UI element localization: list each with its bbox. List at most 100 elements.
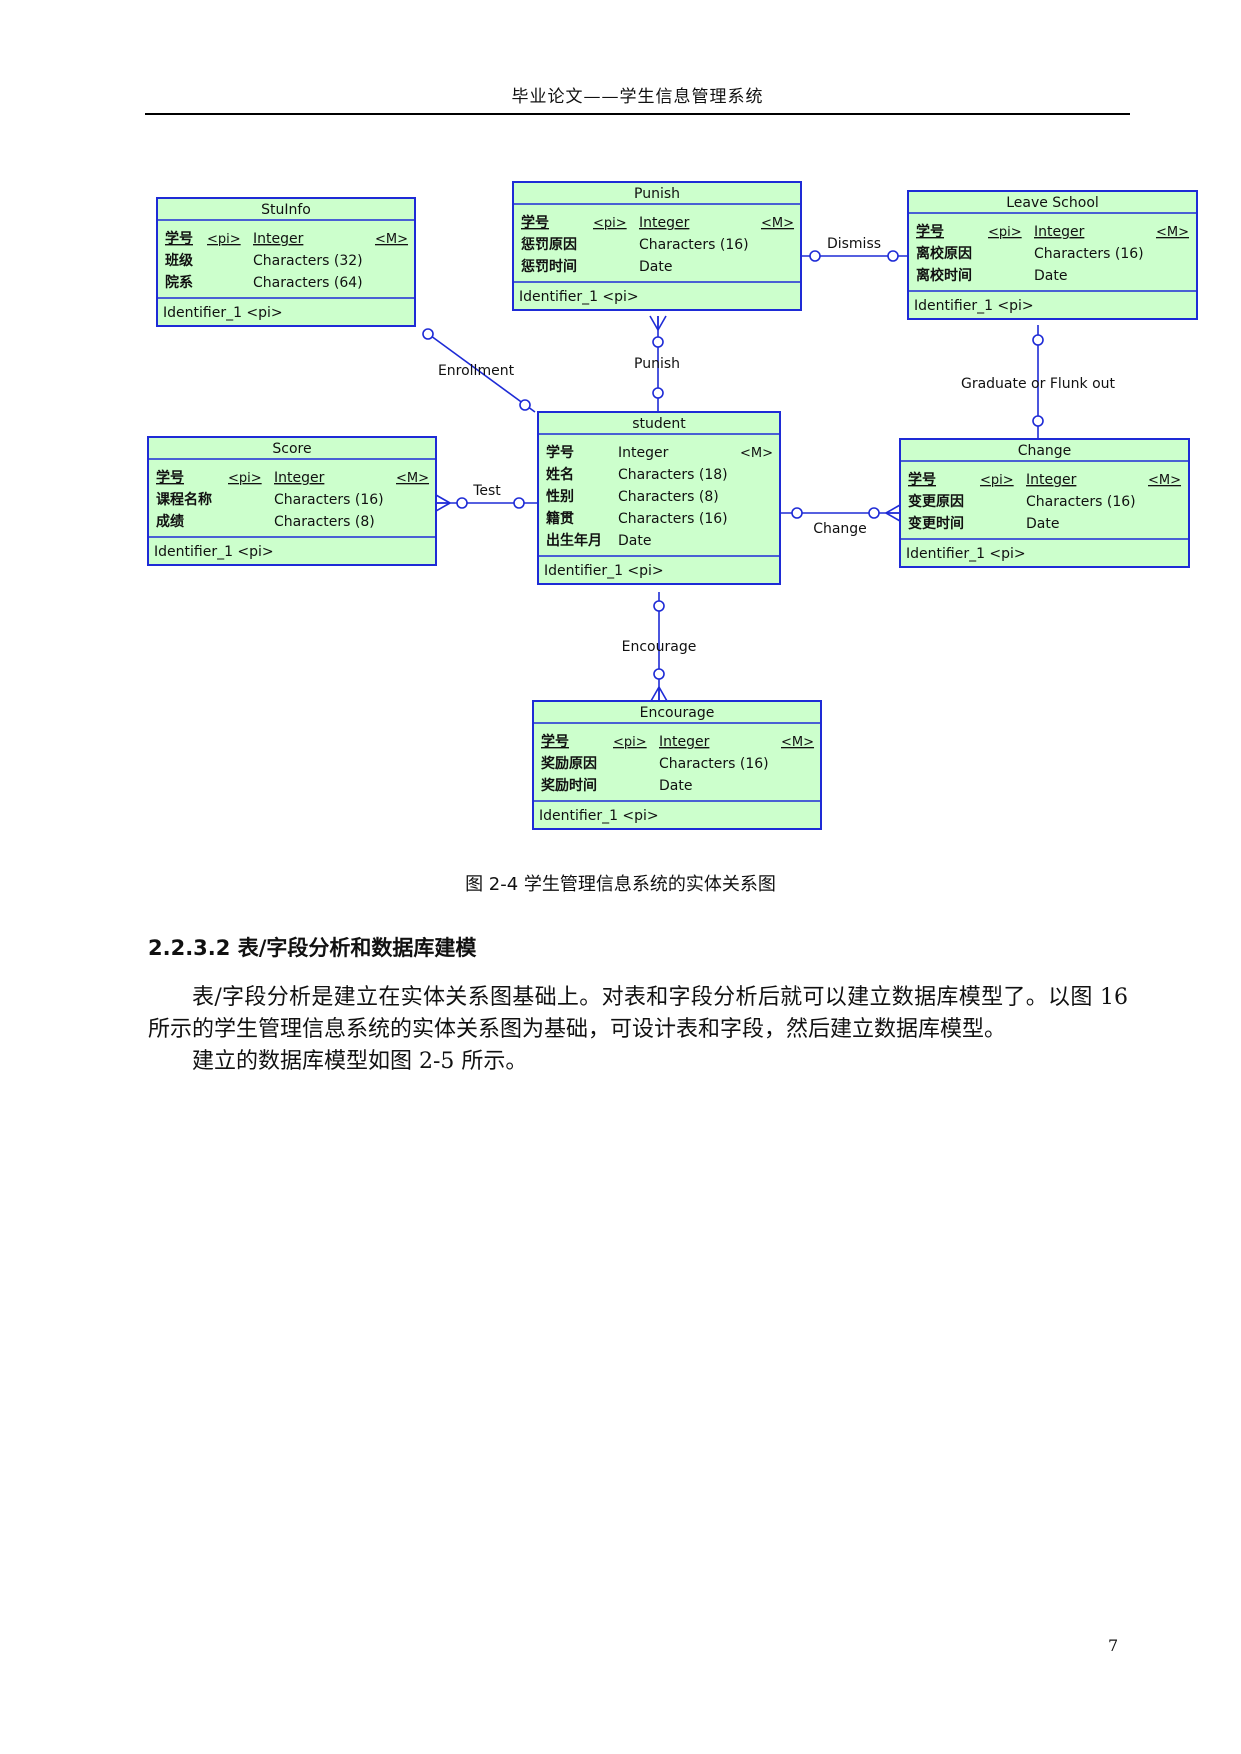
dismiss-circle xyxy=(809,250,821,262)
entity-field-type: Integer xyxy=(253,231,304,247)
entity-field-mandatory: <M> xyxy=(761,216,794,231)
punish-circle xyxy=(652,336,664,348)
entity-name: Leave School xyxy=(1006,195,1099,211)
test-circle xyxy=(456,497,468,509)
entity-field-type: Integer xyxy=(618,445,669,461)
relation-label-enrollment: Enrollment xyxy=(438,363,515,379)
section-heading: 2.2.3.2 表/字段分析和数据库建模 xyxy=(148,936,477,960)
entity-field-type: Characters (16) xyxy=(1026,494,1136,510)
body-text: 表/字段分析是建立在实体关系图基础上。对表和字段分析后就可以建立数据库模型了。以… xyxy=(148,982,1128,1078)
entity-field-mandatory: <M> xyxy=(781,735,814,750)
entity-field-name: 离校原因 xyxy=(916,245,972,262)
entity-name: Punish xyxy=(634,186,680,202)
entity-field-name: 出生年月 xyxy=(546,532,602,549)
entity-field-type: Integer xyxy=(639,215,690,231)
encourage-crow xyxy=(650,686,660,702)
test-crow xyxy=(435,502,451,512)
entity-identifier: Identifier_1 <pi> xyxy=(539,808,659,824)
relation-label-encourage: Encourage xyxy=(622,639,697,655)
change-circle xyxy=(868,507,880,519)
entity-field-tag: <pi> xyxy=(228,471,262,486)
entity-name: Change xyxy=(1018,443,1072,459)
entity-field-mandatory: <M> xyxy=(1148,473,1181,488)
entity-field-type: Date xyxy=(1034,268,1067,284)
relation-label-test: Test xyxy=(472,483,501,499)
entity-field-type: Integer xyxy=(1026,472,1077,488)
entity-field-name: 院系 xyxy=(165,274,193,291)
entity-identifier: Identifier_1 <pi> xyxy=(906,546,1026,562)
relation-label-punish: Punish xyxy=(634,356,680,372)
er-diagram: StuInfo 学号 <pi> Integer <M> 班级 Characters (32)… xyxy=(147,181,1198,830)
encourage-circle xyxy=(653,668,665,680)
entity-field-mandatory: <M> xyxy=(1156,225,1189,240)
entity-field-name: 学号 xyxy=(908,471,936,488)
test-circle xyxy=(513,497,525,509)
entity-field-type: Date xyxy=(659,778,692,794)
entity-field-name: 学号 xyxy=(541,733,569,750)
entity-field-type: Date xyxy=(639,259,672,275)
entity-field-tag: <pi> xyxy=(207,232,241,247)
punish-crow xyxy=(649,315,659,331)
encourage-circle xyxy=(653,600,665,612)
entity-field-type: Characters (18) xyxy=(618,467,728,483)
entity-field-type: Date xyxy=(1026,516,1059,532)
entity-field-name: 学号 xyxy=(156,469,184,486)
page-header: 毕业论文——学生信息管理系统 xyxy=(511,87,764,107)
figure-caption: 图 2-4 学生管理信息系统的实体关系图 xyxy=(465,874,776,895)
entity-field-name: 学号 xyxy=(916,223,944,240)
entity-field-name: 学号 xyxy=(546,444,574,461)
paragraph-2: 建立的数据库模型如图 2-5 所示。 xyxy=(192,1049,528,1074)
entity-field-mandatory: <M> xyxy=(740,446,773,461)
entity-field-type: Characters (16) xyxy=(1034,246,1144,262)
entity-field-type: Characters (8) xyxy=(618,489,719,505)
entity-field-name: 离校时间 xyxy=(916,267,972,284)
entity-identifier: Identifier_1 <pi> xyxy=(519,289,639,305)
entity-field-mandatory: <M> xyxy=(396,471,429,486)
entity-field-name: 籍贯 xyxy=(546,510,574,527)
entity-field-type: Characters (16) xyxy=(618,511,728,527)
enrollment-circle xyxy=(519,399,531,411)
entity-field-name: 学号 xyxy=(165,230,193,247)
entity-field-type: Characters (8) xyxy=(274,514,375,530)
graduate-circle xyxy=(1032,415,1044,427)
change-crow xyxy=(885,512,901,522)
relation-label-dismiss: Dismiss xyxy=(827,236,881,252)
connectors xyxy=(422,250,1044,702)
entity-name: StuInfo xyxy=(261,202,311,218)
entity-stuinfo: StuInfo 学号 <pi> Integer <M> 班级 Characters (32)… xyxy=(156,197,416,327)
entity-field-type: Characters (16) xyxy=(659,756,769,772)
entity-field-name: 惩罚原因 xyxy=(521,236,577,253)
entity-field-name: 奖励原因 xyxy=(541,755,597,772)
entity-field-name: 性别 xyxy=(546,488,574,505)
entity-field-type: Characters (64) xyxy=(253,275,363,291)
paragraph-1: 表/字段分析是建立在实体关系图基础上。对表和字段分析后就可以建立数据库模型了。以… xyxy=(148,985,1128,1042)
dismiss-circle xyxy=(887,250,899,262)
graduate-circle xyxy=(1032,334,1044,346)
change-circle xyxy=(791,507,803,519)
entity-field-type: Characters (16) xyxy=(274,492,384,508)
entity-field-type: Characters (16) xyxy=(639,237,749,253)
entity-encourage: Encourage 学号 <pi> Integer <M> 奖励原因 Characters … xyxy=(532,700,822,830)
entity-field-type: Characters (32) xyxy=(253,253,363,269)
entity-field-name: 姓名 xyxy=(546,466,574,483)
entity-field-name: 变更原因 xyxy=(908,493,964,510)
entity-student: student 学号 Integer <M> 姓名 Characters (18) 性别 Ch… xyxy=(537,411,781,585)
entity-name: Encourage xyxy=(640,705,715,721)
entities: StuInfo 学号 <pi> Integer <M> 班级 Characters (32)… xyxy=(147,181,1198,830)
entity-field-tag: <pi> xyxy=(613,735,647,750)
entity-field-name: 学号 xyxy=(521,214,549,231)
punish-circle xyxy=(652,387,664,399)
entity-field-name: 变更时间 xyxy=(908,515,964,532)
entity-field-tag: <pi> xyxy=(988,225,1022,240)
entity-field-type: Integer xyxy=(659,734,710,750)
entity-name: Score xyxy=(272,441,311,457)
entity-name: student xyxy=(632,416,686,432)
punish-crow xyxy=(657,315,667,331)
entity-field-mandatory: <M> xyxy=(375,232,408,247)
entity-field-name: 班级 xyxy=(165,252,194,269)
